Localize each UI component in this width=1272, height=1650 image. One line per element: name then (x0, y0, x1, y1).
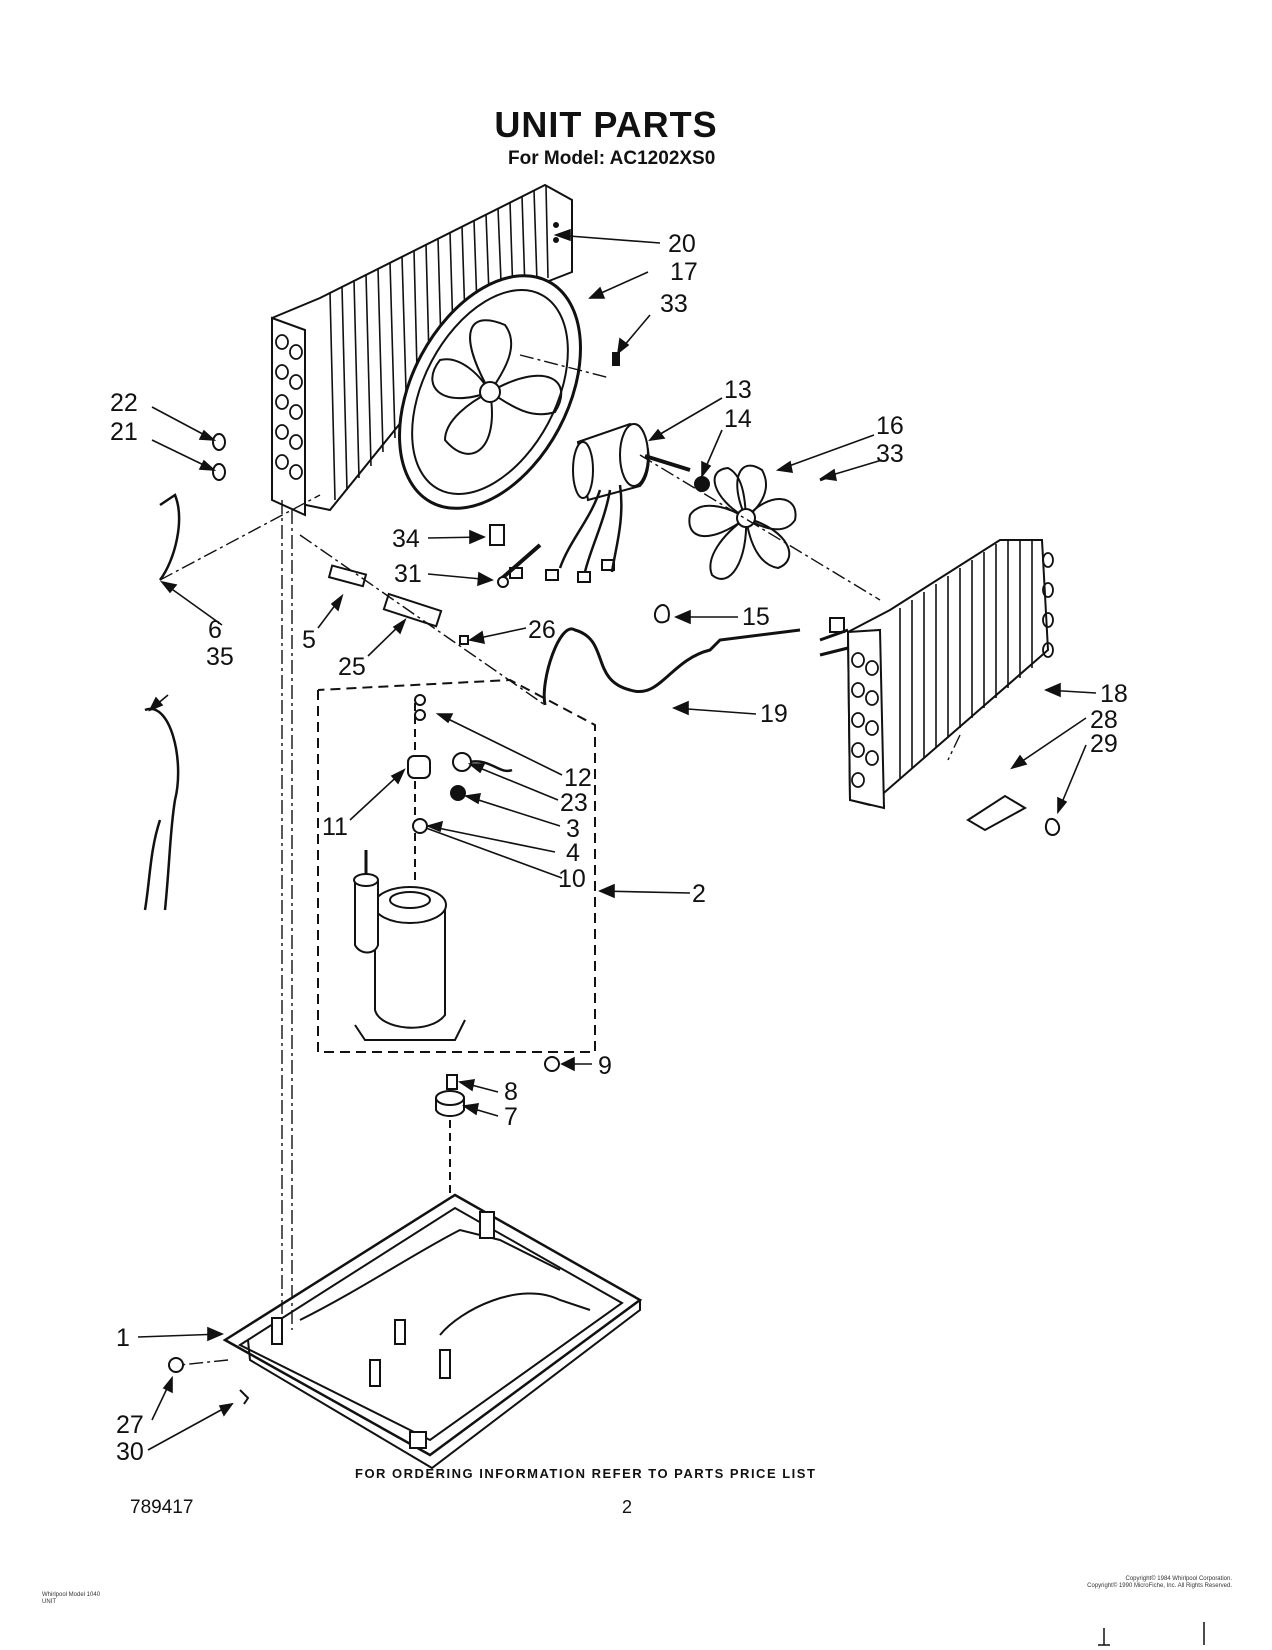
compressor-assembly-box (317, 678, 596, 1053)
copyright-line-1: Copyright© 1984 Whirlpool Corporation. (1125, 1576, 1232, 1582)
callout-6: 6 (208, 616, 222, 644)
callout-20: 20 (668, 230, 696, 258)
fan-motor (509, 422, 691, 583)
capillary-tube (542, 627, 801, 706)
blower-fan-blade (688, 464, 797, 580)
page-title: UNIT PARTS (494, 104, 718, 145)
callout-27: 27 (116, 1411, 144, 1439)
base-pan (222, 1193, 643, 1470)
callout-1: 1 (116, 1324, 130, 1352)
callout-21: 21 (110, 418, 138, 446)
callout-7: 7 (504, 1103, 518, 1131)
callout-18: 18 (1100, 680, 1128, 708)
copyright-line-2: Copyright© 1990 MicroFiche, Inc. All Rig… (1087, 1583, 1232, 1589)
evaporator-coil (819, 539, 1054, 810)
compressor (353, 700, 466, 1041)
power-harness (144, 707, 180, 911)
callout-22: 22 (110, 389, 138, 417)
callout-9: 9 (598, 1052, 612, 1080)
compressor-small-parts (407, 694, 513, 834)
callout-11: 11 (322, 813, 348, 841)
callout-2: 2 (692, 880, 706, 908)
model-subtitle: For Model: AC1202XS0 (508, 148, 716, 169)
wire-harness (158, 493, 181, 581)
callout-15: 15 (742, 603, 770, 631)
callout-33-right: 33 (876, 440, 904, 468)
callout-16: 16 (876, 412, 904, 440)
callout-33-top: 33 (660, 290, 688, 318)
assembly-guide-lines (159, 354, 961, 1366)
callout-3: 3 (566, 815, 580, 843)
callout-23: 23 (560, 789, 588, 817)
callout-34: 34 (392, 525, 420, 553)
filter-drier (327, 564, 469, 645)
callout-10: 10 (558, 865, 586, 893)
model-label: Whirlpool Model 1040 (42, 1592, 101, 1598)
callout-5: 5 (302, 626, 316, 654)
page-number: 2 (622, 1497, 633, 1517)
callout-8: 8 (504, 1078, 518, 1106)
unit-label: UNIT (42, 1599, 56, 1605)
callout-29: 29 (1090, 730, 1118, 758)
callout-31: 31 (394, 560, 422, 588)
condenser-coil (270, 183, 573, 517)
fasteners (168, 352, 1061, 1405)
document-number: 789417 (130, 1497, 194, 1518)
callout-30: 30 (116, 1438, 144, 1466)
callout-14: 14 (724, 405, 752, 433)
callout-4: 4 (566, 839, 580, 867)
leader-lines (137, 228, 1097, 1451)
callout-26: 26 (528, 616, 556, 644)
callout-13: 13 (724, 376, 752, 404)
callout-12: 12 (564, 764, 592, 792)
callout-19: 19 (760, 700, 788, 728)
callout-35: 35 (206, 643, 234, 671)
callout-25: 25 (338, 653, 366, 681)
callout-17: 17 (670, 258, 698, 286)
fan-shroud (398, 274, 582, 510)
ordering-note: FOR ORDERING INFORMATION REFER TO PARTS … (355, 1466, 817, 1481)
corner-marks (1098, 1622, 1205, 1646)
callout-28: 28 (1090, 706, 1118, 734)
